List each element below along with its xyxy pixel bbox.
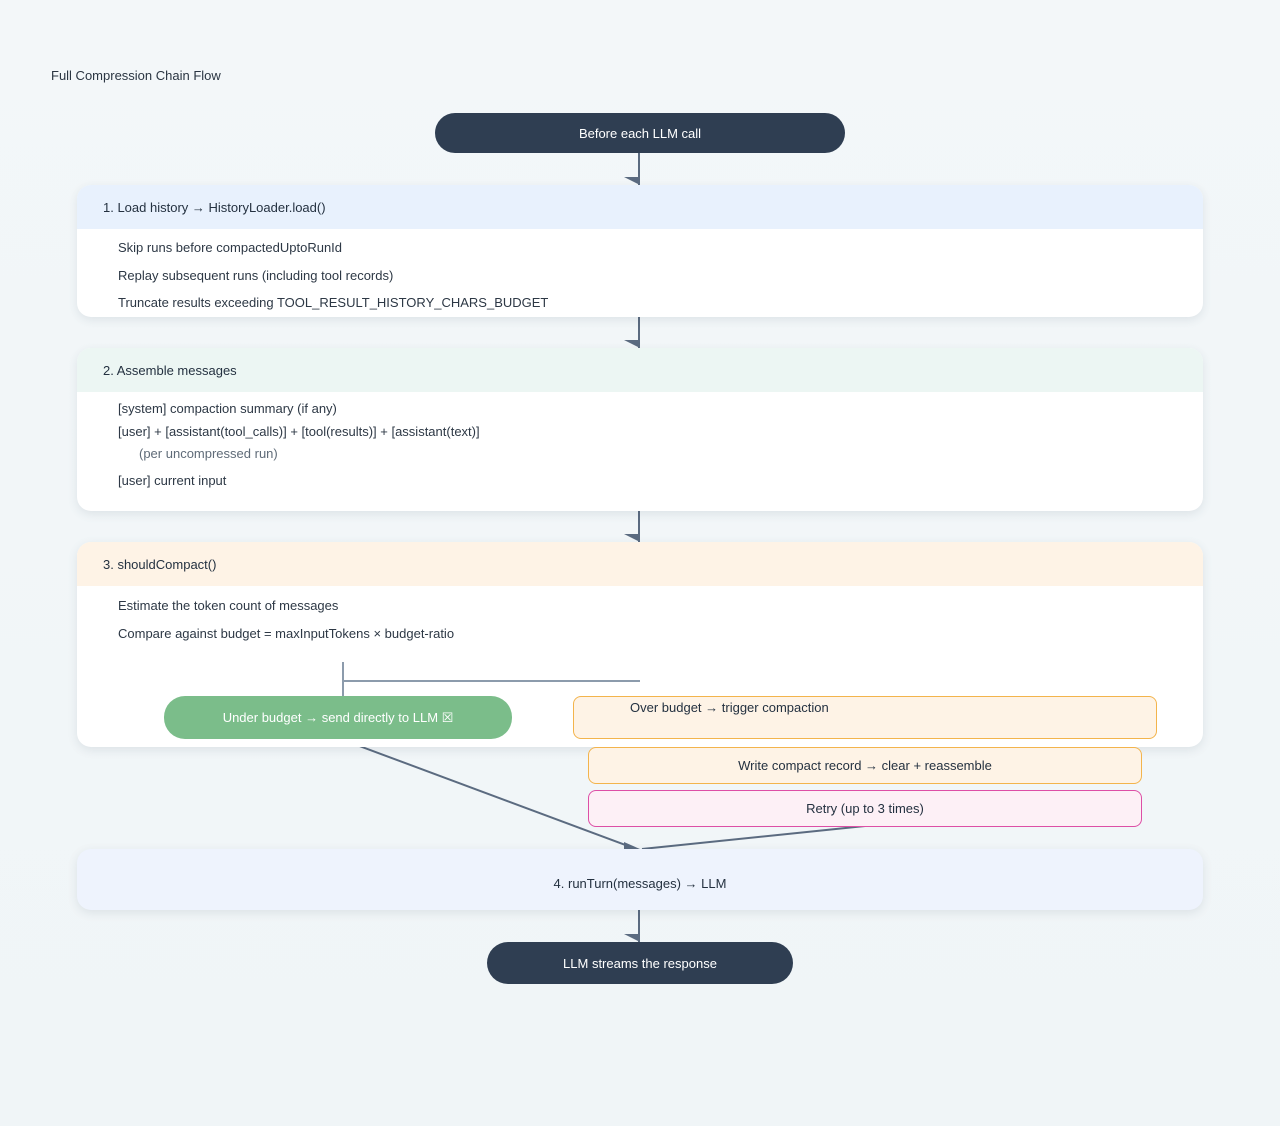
step2-item-1: [system] compaction summary (if any) [118,401,337,416]
step2-item-2: [user] + [assistant(tool_calls)] + [tool… [118,423,480,439]
arrowhead-step2 [624,340,640,348]
end-node-label: LLM streams the response [563,955,717,971]
step2-item-2-note: (per uncompressed run) [139,446,278,461]
step1-item-1: Skip runs before compactedUptoRunId [118,240,343,255]
step4-label: 4. runTurn(messages) → LLM [553,876,727,891]
over-budget-node: Over budget → trigger compaction [573,696,1157,739]
step2-heading: 2. Assemble messages [77,348,1203,392]
step1-item-3: Truncate results exceeding TOOL_RESULT_H… [118,295,549,310]
step1-heading: 1. Load history → HistoryLoader.load() [77,185,1203,229]
retry-node: Retry (up to 3 times) [588,790,1142,827]
arrowhead-end [624,934,640,942]
connector-retry-step4 [641,825,866,850]
step2-card: 2. Assemble messages [system] compaction… [77,348,1203,511]
step2-item-3: [user] current input [118,472,227,488]
write-compact-label: Write compact record → clear + reassembl… [738,758,992,773]
start-node: Before each LLM call [435,113,845,153]
step3-item-1: Estimate the token count of messages [118,598,339,613]
arrowhead-step4 [624,842,640,849]
over-budget-label: Over budget → trigger compaction [630,700,829,715]
step1-card: 1. Load history → HistoryLoader.load() S… [77,185,1203,317]
under-budget-node: Under budget → send directly to LLM ☒ [164,696,512,739]
connector-under-step4 [337,737,637,850]
under-budget-label: Under budget → send directly to LLM ☒ [222,709,454,725]
write-compact-node: Write compact record → clear + reassembl… [588,747,1142,784]
step1-item-2: Replay subsequent runs (including tool r… [118,267,394,283]
retry-label: Retry (up to 3 times) [806,801,924,816]
arrowhead-step3 [624,534,640,542]
start-node-label: Before each LLM call [578,125,702,141]
arrowhead-step1 [624,177,640,185]
end-node: LLM streams the response [487,942,793,984]
step3-heading: 3. shouldCompact() [77,542,1203,586]
step3-item-2: Compare against budget = maxInputTokens … [118,625,455,641]
page-title: Full Compression Chain Flow [51,68,221,83]
step4-card: 4. runTurn(messages) → LLM [77,849,1203,910]
